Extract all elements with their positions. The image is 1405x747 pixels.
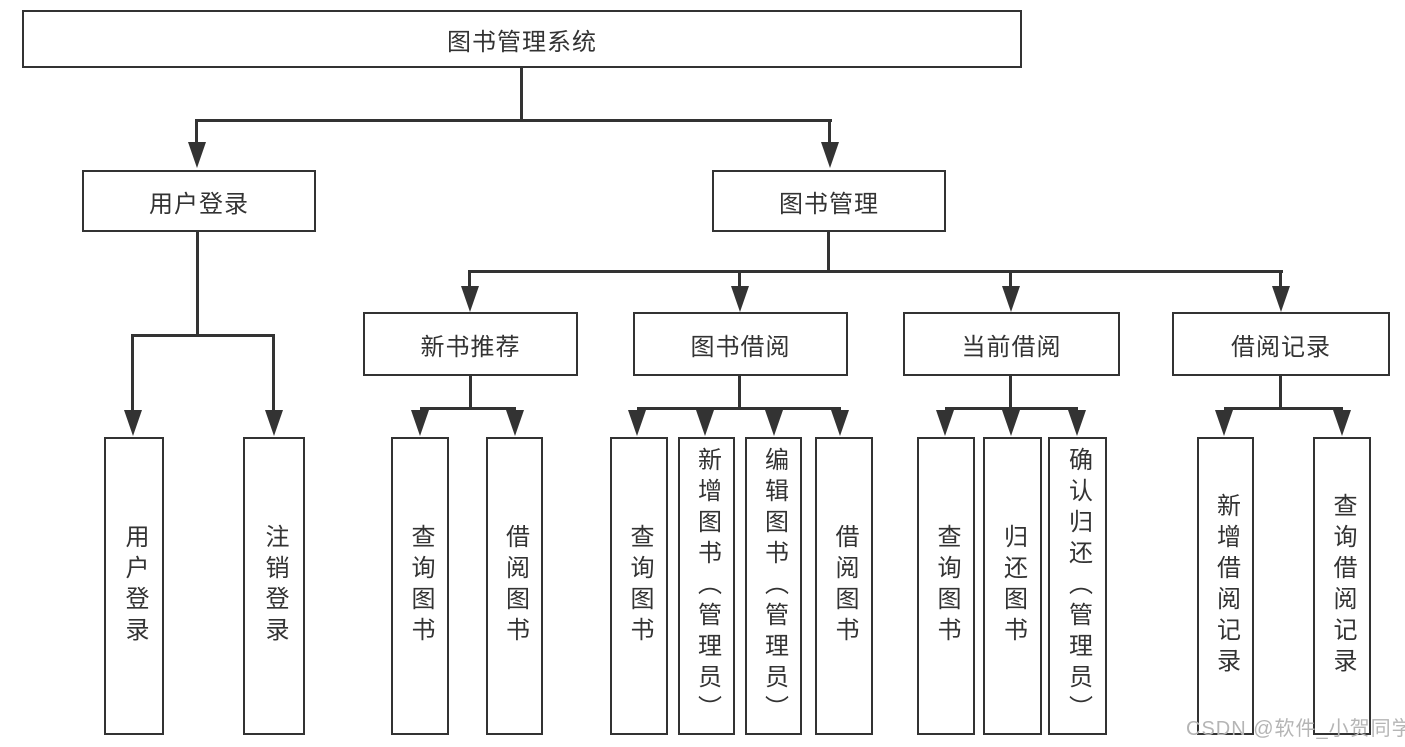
arrowhead-to-borrow-leaf-2	[696, 410, 714, 436]
leaf-user-login: 用户登录	[104, 437, 164, 735]
connector-login-stem	[196, 232, 199, 336]
leaf-borrow-edit-admin: 编辑图书（管理员）	[745, 437, 802, 735]
arrowhead-to-borrow-leaf-4	[831, 410, 849, 436]
leaf-borrow-add-admin-label: 新增图书（管理员）	[693, 446, 721, 726]
arrowhead-to-login-leaf-2	[265, 410, 283, 436]
node-user-login: 用户登录	[82, 170, 316, 232]
leaf-query-borrow-record: 查询借阅记录	[1313, 437, 1371, 735]
arrowhead-to-book-mgmt	[821, 142, 839, 168]
node-borrow-records: 借阅记录	[1172, 312, 1390, 376]
leaf-borrow-add-admin: 新增图书（管理员）	[678, 437, 735, 735]
arrowhead-to-current-leaf-3	[1068, 410, 1086, 436]
arrowhead-to-new-book	[461, 286, 479, 312]
leaf-logout-label: 注销登录	[261, 524, 288, 648]
connector-mgmt-branch	[470, 270, 1283, 273]
arrowhead-to-current-leaf-1	[936, 410, 954, 436]
arrowhead-to-current-borrow	[1002, 286, 1020, 312]
node-root-label: 图书管理系统	[447, 28, 597, 56]
leaf-borrow-edit-admin-label: 编辑图书（管理员）	[760, 446, 788, 726]
arrowhead-to-borrow-records	[1272, 286, 1290, 312]
node-current-borrow: 当前借阅	[903, 312, 1120, 376]
leaf-borrow-book: 借阅图书	[815, 437, 873, 735]
leaf-newbook-borrow: 借阅图书	[486, 437, 543, 735]
node-book-mgmt-label: 图书管理	[779, 190, 879, 218]
leaf-confirm-return-admin: 确认归还（管理员）	[1048, 437, 1107, 735]
arrowhead-to-user-login	[188, 142, 206, 168]
leaf-user-login-label: 用户登录	[121, 524, 148, 648]
connector-newbook-branch	[420, 407, 516, 410]
node-book-borrow-label: 图书借阅	[690, 333, 791, 361]
node-borrow-records-label: 借阅记录	[1231, 333, 1331, 361]
arrowhead-to-records-leaf-1	[1215, 410, 1233, 436]
node-book-borrow: 图书借阅	[633, 312, 848, 376]
arrowhead-to-newbook-leaf-1	[411, 410, 429, 436]
arrowhead-to-borrow-leaf-3	[765, 410, 783, 436]
connector-login-drop-2	[272, 334, 275, 414]
connector-login-drop-1	[131, 334, 134, 414]
connector-records-stem	[1279, 376, 1282, 409]
leaf-add-borrow-record-label: 新增借阅记录	[1212, 493, 1240, 679]
connector-borrow-branch	[637, 407, 841, 410]
connector-drop-login	[195, 119, 198, 145]
leaf-logout: 注销登录	[243, 437, 305, 735]
arrowhead-to-borrow-leaf-1	[628, 410, 646, 436]
leaf-borrow-book-label: 借阅图书	[831, 524, 858, 648]
connector-root-branch	[197, 119, 832, 122]
leaf-newbook-query-label: 查询图书	[407, 524, 434, 648]
arrowhead-to-newbook-leaf-2	[506, 410, 524, 436]
connector-mgmt-drop-4	[1279, 270, 1282, 288]
node-current-borrow-label: 当前借阅	[961, 333, 1062, 361]
node-new-book-recommend: 新书推荐	[363, 312, 578, 376]
leaf-newbook-borrow-label: 借阅图书	[501, 524, 529, 648]
arrowhead-to-records-leaf-2	[1333, 410, 1351, 436]
connector-current-stem	[1009, 376, 1012, 409]
connector-root-stem	[520, 68, 523, 121]
connector-mgmt-drop-1	[468, 270, 471, 288]
leaf-newbook-query: 查询图书	[391, 437, 449, 735]
arrowhead-to-book-borrow	[731, 286, 749, 312]
node-book-mgmt: 图书管理	[712, 170, 946, 232]
leaf-borrow-query-label: 查询图书	[626, 524, 653, 648]
arrowhead-to-login-leaf-1	[124, 410, 142, 436]
leaf-query-borrow-record-label: 查询借阅记录	[1329, 493, 1356, 679]
connector-mgmt-stem	[827, 232, 830, 273]
connector-mgmt-drop-3	[1009, 270, 1012, 288]
connector-drop-mgmt	[828, 119, 831, 145]
connector-current-branch	[945, 407, 1078, 410]
connector-login-branch	[132, 334, 275, 337]
leaf-return-book: 归还图书	[983, 437, 1042, 735]
leaf-current-query-label: 查询图书	[933, 524, 960, 648]
connector-newbook-stem	[469, 376, 472, 409]
leaf-return-book-label: 归还图书	[999, 524, 1027, 648]
node-new-book-recommend-label: 新书推荐	[420, 333, 521, 361]
connector-records-branch	[1224, 407, 1343, 410]
csdn-watermark: CSDN @软件_小贺同学	[1186, 718, 1405, 740]
leaf-borrow-query: 查询图书	[610, 437, 668, 735]
connector-mgmt-drop-2	[738, 270, 741, 288]
leaf-add-borrow-record: 新增借阅记录	[1197, 437, 1254, 735]
leaf-confirm-return-admin-label: 确认归还（管理员）	[1064, 446, 1092, 726]
arrowhead-to-current-leaf-2	[1002, 410, 1020, 436]
node-root: 图书管理系统	[22, 10, 1022, 68]
leaf-current-query: 查询图书	[917, 437, 975, 735]
connector-borrow-stem	[738, 376, 741, 409]
node-user-login-label: 用户登录	[149, 190, 249, 218]
